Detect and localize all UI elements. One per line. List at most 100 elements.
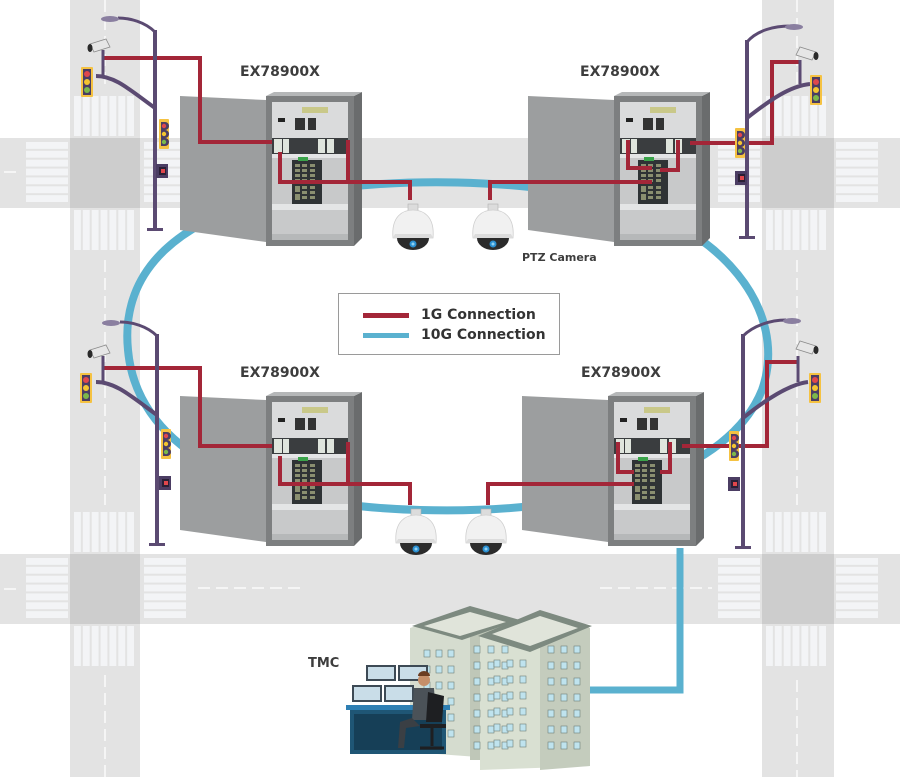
pedestrian-signal-icon [728,477,740,491]
legend-item-10g: 10G Connection [363,327,546,343]
traffic-light-icon [161,429,171,459]
crosswalk-stripe [718,195,760,202]
building-window [519,707,527,716]
cabinet-label-top-left: EX78900X [240,64,320,80]
crosswalk-stripe [718,611,760,618]
building-window [519,675,527,684]
crosswalk-stripe [774,210,782,250]
crosswalk-stripe [127,96,134,136]
crosswalk-stripe [836,593,878,601]
crosswalk-stripe [819,626,826,666]
1g-link [660,442,672,474]
building-window [473,677,481,686]
cabinet-bottom-right [522,392,704,546]
building-window [473,661,481,670]
crosswalk-stripe [144,602,186,610]
building-window [435,665,443,674]
building-window [487,709,495,718]
crosswalk-stripe [766,626,773,666]
building-window [447,729,455,738]
building-window [506,659,514,668]
crosswalk-stripe [783,210,791,250]
crosswalk-stripe [836,584,878,592]
crosswalk-stripe [144,159,186,167]
cabinet-top-right [528,92,710,246]
legend-swatch-10g [363,332,409,338]
crosswalk-stripe [109,626,117,666]
traffic-pole-bottom-left [80,320,171,546]
building-window [547,741,555,750]
intersection [762,138,834,208]
1g-link [626,140,652,170]
building-window [573,709,581,718]
1g-link [104,366,272,448]
building-window [573,645,581,654]
building-window [560,709,568,718]
building-window [547,645,555,654]
crosswalk-stripe [74,512,81,552]
crosswalk-stripe [91,512,99,552]
legend-swatch-1g [363,312,409,318]
crosswalk-stripe [100,512,108,552]
building-window [573,725,581,734]
traffic-light-icon [735,128,745,158]
crosswalk-stripe [774,512,782,552]
crosswalk-stripe [26,159,68,167]
crosswalk-stripe [144,558,186,565]
ptz-camera-icon [395,508,437,556]
crosswalk-stripe [144,150,186,158]
crosswalk-stripe [26,186,68,194]
1g-link [660,140,680,172]
building-window [519,691,527,700]
pedestrian-signal-icon [156,164,168,178]
building-window [519,723,527,732]
crosswalk-stripe [144,584,186,592]
building-window [519,739,527,748]
legend-item-1g: 1G Connection [363,307,536,323]
building-window [573,677,581,686]
crosswalk-stripe [26,558,68,565]
ptz-camera-icon [465,508,507,556]
building-window [573,693,581,702]
building-window [560,661,568,670]
cabinet-label-top-right: EX78900X [580,64,660,80]
crosswalk-stripe [836,566,878,574]
crosswalk-stripe [109,210,117,250]
crosswalk-stripe [127,210,134,250]
crosswalk-stripe [144,195,186,202]
building-window [487,661,495,670]
crosswalk-stripe [26,566,68,574]
building-window [487,677,495,686]
crosswalk-stripe [836,602,878,610]
crosswalk-stripe [792,96,800,136]
crosswalk-stripe [836,150,878,158]
crosswalk-stripe [109,512,117,552]
crosswalk-stripe [774,626,782,666]
crosswalk-stripe [783,512,791,552]
crosswalk-stripe [91,96,99,136]
crosswalk-stripe [836,558,878,565]
legend: 1G Connection 10G Connection [338,293,560,355]
building-window [423,649,431,658]
pedestrian-signal-icon [735,171,747,185]
crosswalk-stripe [836,142,878,149]
crosswalk-stripe [144,575,186,583]
legend-label-1g: 1G Connection [421,307,536,323]
building-window [473,645,481,654]
cabinet-label-bottom-left: EX78900X [240,365,320,381]
crosswalk-stripe [100,626,108,666]
crosswalk-stripe [144,593,186,601]
crosswalk-stripe [100,96,108,136]
building-window [519,659,527,668]
building-window [560,645,568,654]
crosswalk-stripe [144,611,186,618]
building-window [501,645,509,654]
crosswalk-stripe [836,159,878,167]
building-window [560,693,568,702]
building-window [547,725,555,734]
crosswalk-stripe [836,186,878,194]
building-window [493,691,501,700]
legend-label-10g: 10G Connection [421,327,546,343]
traffic-light-icon [159,119,169,149]
